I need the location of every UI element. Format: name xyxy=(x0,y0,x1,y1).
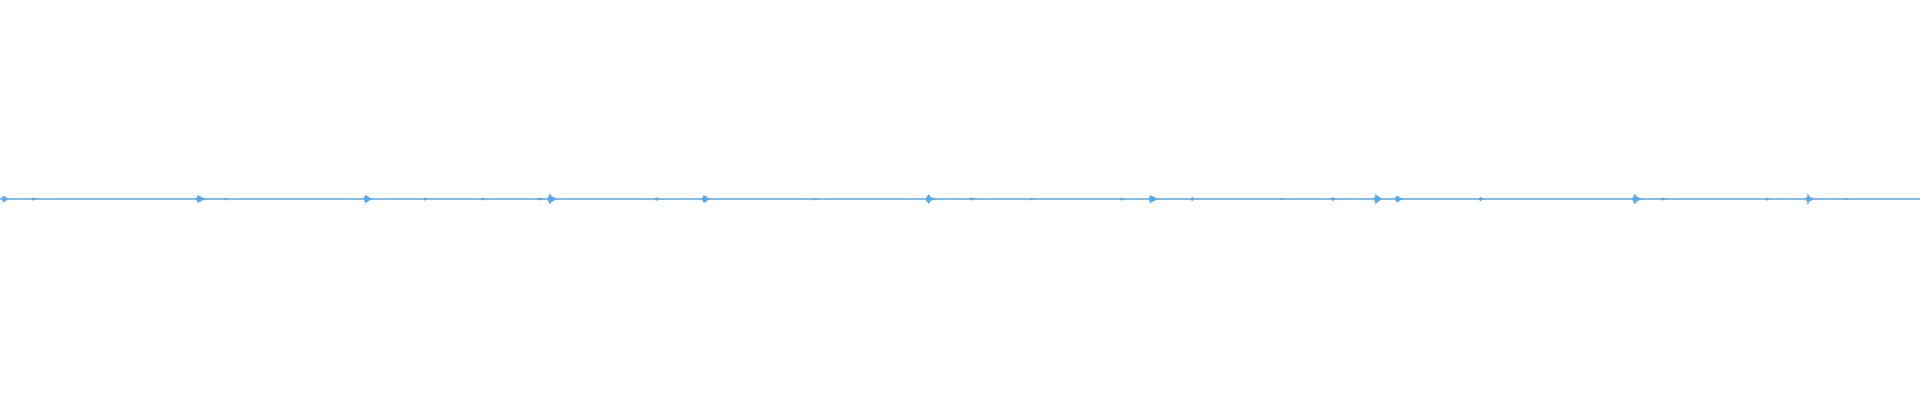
waveform-peak xyxy=(1373,193,1384,205)
waveform-peak xyxy=(1660,197,1669,201)
waveform-peak xyxy=(969,197,978,201)
waveform-peak xyxy=(1119,197,1126,201)
waveform-peaks xyxy=(1,193,1850,205)
waveform-peak xyxy=(1764,197,1771,201)
waveform-peak xyxy=(1477,196,1486,202)
waveform-peak xyxy=(422,197,429,201)
waveform-peak xyxy=(1805,193,1816,205)
waveform-peak xyxy=(537,197,546,201)
waveform-peak xyxy=(924,194,937,204)
waveform-peak xyxy=(1330,197,1339,201)
waveform-peak xyxy=(812,197,819,201)
waveform-peak xyxy=(1279,198,1286,200)
waveform-peak xyxy=(1394,195,1405,203)
waveform-peak xyxy=(1147,194,1160,204)
waveform-peak xyxy=(363,194,374,204)
waveform-peak xyxy=(701,195,712,203)
waveform-peak xyxy=(1843,198,1850,200)
waveform-peak xyxy=(546,193,559,205)
waveform-peak xyxy=(480,197,487,201)
waveform-peak xyxy=(1631,194,1644,204)
waveform-peak xyxy=(1029,197,1036,201)
waveform-peak xyxy=(195,195,208,203)
waveform-peak xyxy=(223,197,230,201)
waveform-peak xyxy=(654,197,663,201)
waveform-peak xyxy=(1,195,10,203)
waveform-peak xyxy=(1189,197,1198,201)
waveform-peak xyxy=(31,197,38,201)
